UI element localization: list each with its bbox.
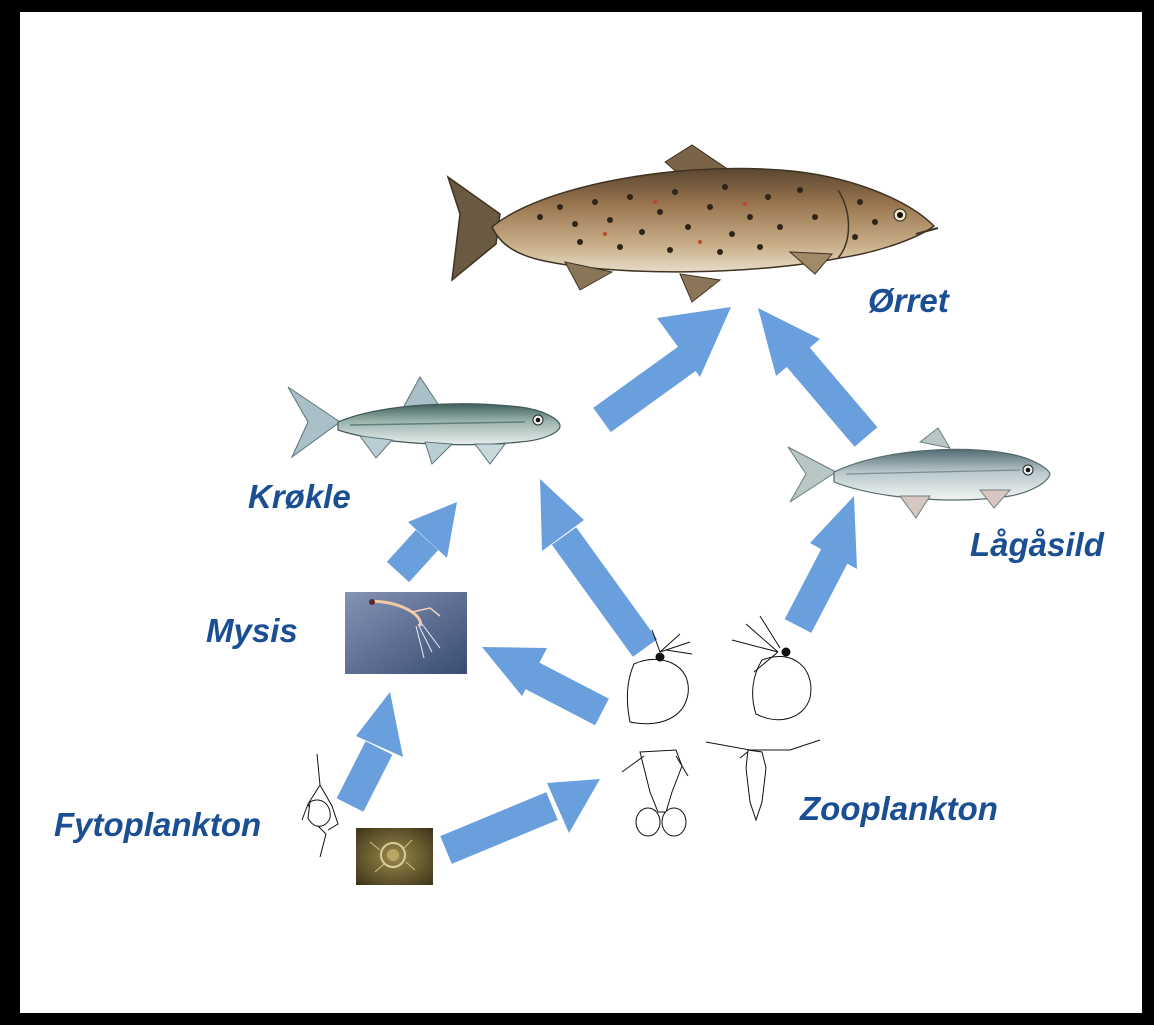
arrow-zooplankton-to-krokle [540,479,645,648]
arrow-mysis-to-krokle [398,502,457,572]
food-web-graphic [20,12,1142,1013]
mysis-photo [345,592,467,674]
arrow-fytoplankton-to-zooplankton [446,779,600,850]
lagasild-label: Lågåsild [970,528,1104,561]
vendace-illustration [788,428,1050,518]
arrow-zooplankton-to-mysis [482,647,602,712]
zooplankton-label: Zooplankton [800,792,998,825]
orret-label: Ørret [868,284,949,317]
fytoplankton-label: Fytoplankton [54,808,261,841]
arrow-lagasild-to-orret [758,308,866,437]
trout-illustration [448,145,938,302]
frame-border-top [0,0,1154,12]
smelt-illustration [288,377,560,464]
frame-border-bottom [0,1013,1154,1025]
zooplankton-drawings [622,616,820,836]
frame-border-left [0,0,20,1025]
phytoplankton-photo [356,828,433,885]
arrow-krokle-to-orret [602,307,731,420]
frame-border-right [1142,0,1154,1025]
arrow-fytoplankton-to-mysis [350,692,403,805]
mysis-label: Mysis [206,614,298,647]
arrow-zooplankton-to-lagasild [798,496,857,626]
phytoplankton-drawing [302,754,338,857]
krokle-label: Krøkle [248,480,351,513]
diagram-canvas: Ørret Krøkle Lågåsild Mysis Fytoplankton… [20,12,1142,1013]
